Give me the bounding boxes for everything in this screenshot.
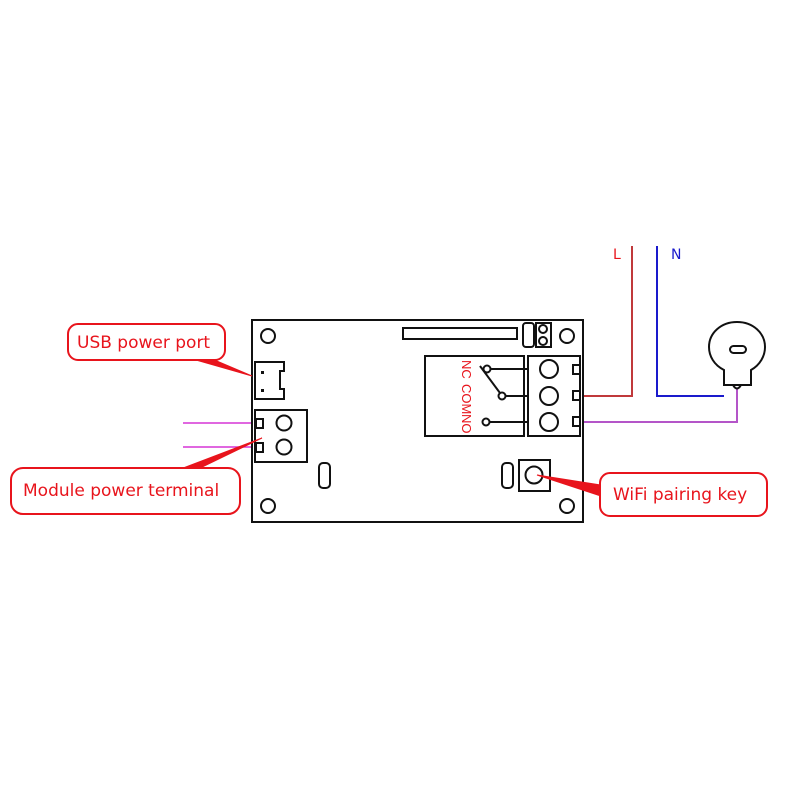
callout-wifi-pairing-key: WiFi pairing key (536, 472, 768, 517)
mounting-hole-icon (260, 328, 276, 344)
board-component (501, 462, 514, 489)
jumper-block (535, 322, 552, 348)
board-component (318, 462, 331, 489)
mains-wiring: L N (582, 246, 738, 423)
callout-module-power-terminal: Module power terminal (10, 437, 263, 515)
callout-usb-power-port: USB power port (67, 323, 253, 377)
header-strip (402, 327, 518, 340)
power-input-wires (183, 422, 257, 448)
svg-text:Module power terminal: Module power terminal (23, 481, 219, 501)
mounting-hole-icon (559, 498, 575, 514)
wifi-pairing-button[interactable] (518, 459, 551, 492)
live-label: L (613, 247, 621, 263)
svg-text:USB power port: USB power port (77, 333, 210, 353)
led-indicator (522, 322, 535, 348)
relay-contact-labels: NC COM NO (459, 360, 474, 434)
neutral-label: N (671, 247, 681, 263)
mounting-hole-icon (260, 498, 276, 514)
relay-output-terminal (527, 355, 581, 437)
no-label: NO (459, 414, 474, 434)
svg-text:WiFi pairing key: WiFi pairing key (613, 485, 747, 505)
relay-module-board (251, 319, 584, 523)
module-power-terminal (254, 409, 308, 463)
mounting-hole-icon (559, 328, 575, 344)
nc-label: NC (459, 360, 474, 379)
live-wire (582, 246, 633, 397)
load-wire (582, 388, 738, 423)
neutral-wire (656, 246, 724, 397)
light-bulb-icon (707, 320, 767, 390)
usb-power-port (254, 361, 285, 400)
com-label: COM (459, 384, 474, 414)
